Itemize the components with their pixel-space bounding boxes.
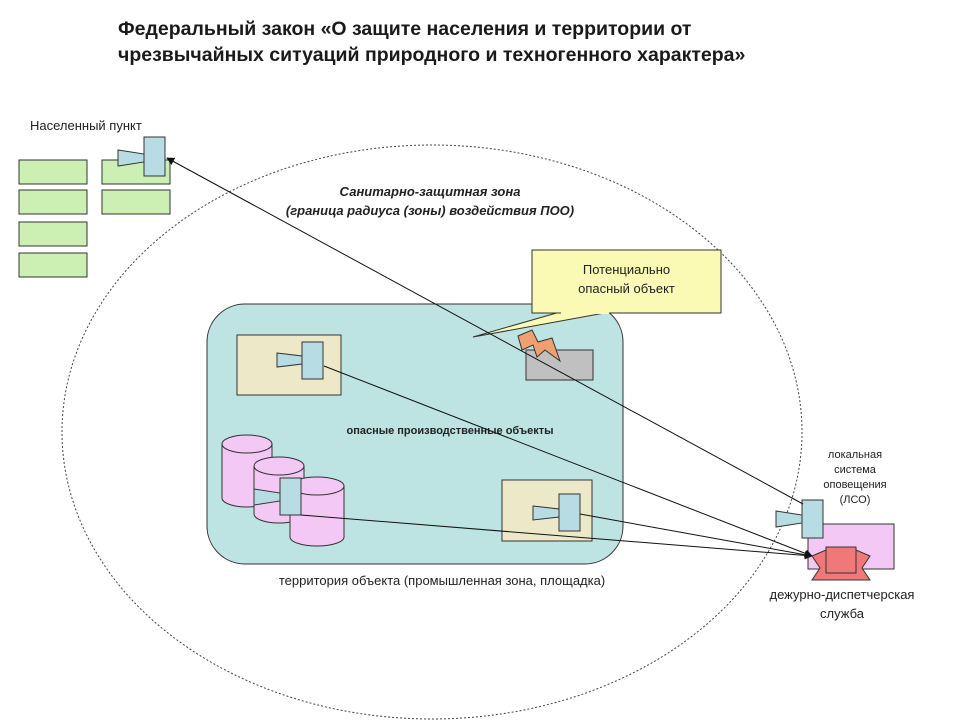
tank-siren-icon [253, 477, 302, 516]
hazardous-object-label: Потенциально опасный объект [532, 260, 721, 298]
lso-label: локальная система оповещения (ЛСО) [800, 448, 910, 508]
title-line-2: чрезвычайных ситуаций природного и техно… [118, 44, 746, 66]
dispatch-service-label: дежурно-диспетчерская служба [742, 585, 942, 623]
dispatch-service-label-line-1: дежурно-диспетчерская [769, 587, 915, 602]
lso-label-line-4: (ЛСО) [839, 494, 871, 506]
building [18, 159, 88, 185]
page-title: Федеральный закон «О защите населения и … [118, 16, 918, 68]
line-box2 [579, 513, 813, 559]
signal-lines [166, 157, 813, 560]
lightning-icon [517, 329, 562, 363]
sanitary-zone-ellipse [61, 144, 803, 720]
facility-siren-icon [276, 341, 324, 380]
facility-siren-icon [532, 493, 581, 532]
sanitary-zone-label-line-1: Санитарно-защитная зона [339, 184, 521, 199]
lso-label-line-2: система [834, 464, 876, 476]
callout-box [531, 249, 722, 314]
building [18, 189, 88, 215]
building [18, 252, 88, 278]
building [101, 189, 171, 215]
sanitary-zone-label: Санитарно-защитная зона (граница радиуса… [230, 182, 630, 220]
building [18, 221, 88, 247]
dispatch-phone-icon [811, 546, 871, 581]
line-to-settlement [166, 157, 804, 505]
settlement-buildings [18, 159, 171, 278]
lso-label-line-3: оповещения [823, 479, 887, 491]
settlement-label: Населенный пункт [30, 118, 142, 133]
settlement-siren-icon [117, 136, 166, 177]
line-tanks [300, 514, 813, 560]
site-territory-label: территория объекта (промышленная зона, п… [278, 573, 606, 588]
hazardous-object-label-line-1: Потенциально [582, 262, 671, 277]
lso-siren-icon [775, 499, 824, 539]
title-line-1: Федеральный закон «О защите населения и … [118, 18, 692, 40]
hazardous-object-label-line-2: опасный объект [578, 281, 675, 296]
sanitary-zone-label-line-2: (граница радиуса (зоны) воздействия ПОО) [285, 203, 575, 218]
dispatch-service-label-line-2: служба [820, 606, 864, 621]
line-box1 [323, 365, 813, 558]
lso-label-line-1: локальная [827, 449, 883, 461]
hazardous-facilities-label: опасные производственные объекты [346, 425, 554, 437]
